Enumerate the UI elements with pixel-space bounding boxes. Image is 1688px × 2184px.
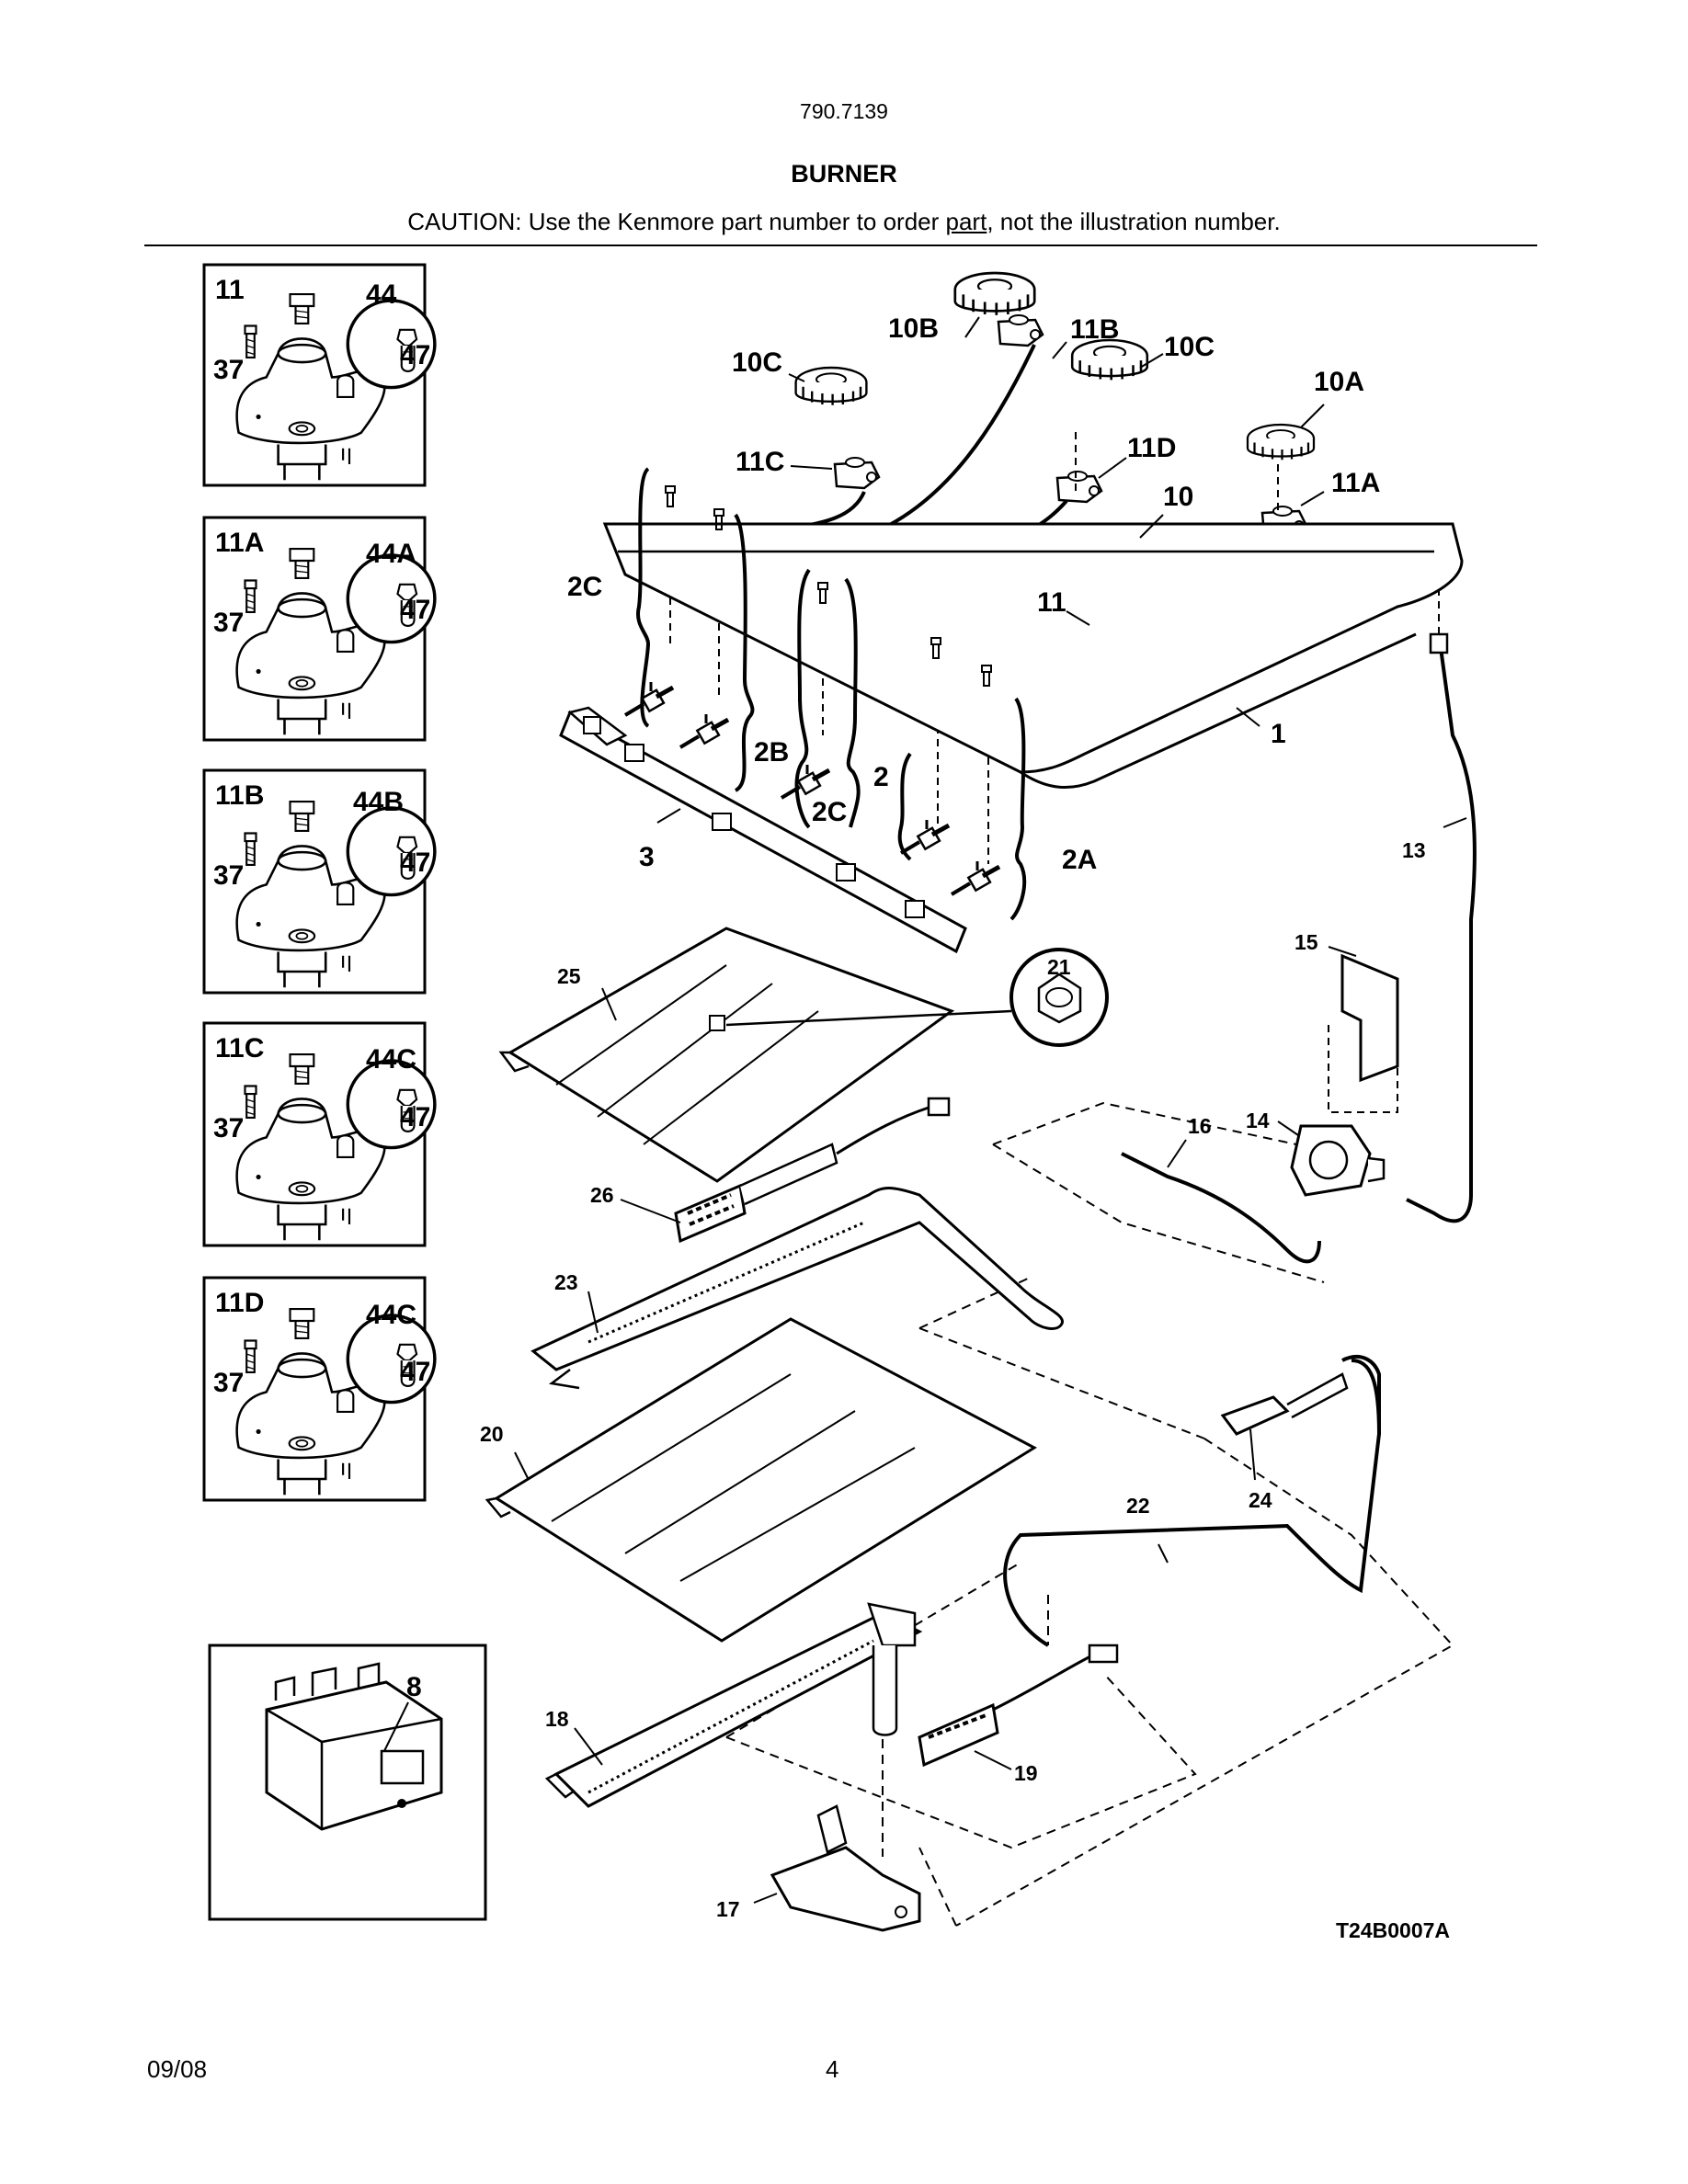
inset-id: 11D (215, 1288, 264, 1318)
inset-bolt-label: 37 (213, 355, 244, 385)
callout-3: 3 (639, 842, 655, 872)
inset-11c (202, 1021, 437, 1247)
callout-10a: 10A (1314, 367, 1364, 397)
callout-16: 16 (1188, 1114, 1212, 1138)
inset-orifice-label: 47 (400, 595, 430, 625)
inset-orifice-label: 47 (400, 340, 430, 370)
pressure-regulator (1290, 1124, 1386, 1197)
inset-screw-label: 44A (366, 539, 416, 569)
caution-prefix: CAUTION: Use the Kenmore part number to … (407, 208, 946, 235)
oven-supply-tube (1003, 1359, 1382, 1647)
heat-shield-upper (498, 927, 955, 1183)
callout-1: 1 (1271, 719, 1286, 749)
callout-2c: 2C (812, 797, 847, 827)
callout-19: 19 (1014, 1761, 1038, 1785)
valve-bracket (559, 706, 967, 954)
callout-23: 23 (554, 1270, 578, 1294)
leader-lines (514, 316, 1467, 1904)
callout-25: 25 (557, 964, 581, 988)
footer-date: 09/08 (147, 2055, 208, 2083)
inset-11 (202, 263, 437, 487)
valve-group-braces (635, 467, 1027, 921)
oven-igniter (918, 1644, 1119, 1768)
callout-2b: 2B (754, 737, 789, 768)
callout-14: 14 (1246, 1109, 1270, 1132)
inset-bolt-label: 37 (213, 860, 244, 891)
callout-22: 22 (1126, 1494, 1150, 1518)
callout-10b: 10B (888, 313, 939, 344)
inset-id: 11A (215, 528, 264, 558)
oven-valve (770, 1804, 921, 1932)
inset-11b (202, 768, 437, 995)
inset-igniter: 8 (208, 1644, 487, 1921)
inset-screw-label: 44B (353, 787, 404, 817)
callout-2a: 2A (1062, 845, 1097, 875)
callout-24: 24 (1249, 1488, 1272, 1512)
igniter-electrode (674, 1097, 951, 1244)
caution-note: CAUTION: Use the Kenmore part number to … (0, 208, 1688, 236)
inset-id: 11B (215, 780, 264, 811)
supply-tube (1406, 633, 1477, 1223)
inset-bolt-label: 37 (213, 608, 244, 638)
inset-bolt-label: 37 (213, 1113, 244, 1143)
igniter-label: 8 (406, 1672, 422, 1702)
callout-17: 17 (716, 1897, 740, 1921)
callout-18: 18 (545, 1707, 569, 1731)
callout-11d: 11D (1127, 433, 1176, 463)
inset-id: 11 (215, 275, 245, 305)
callout-13: 13 (1402, 838, 1426, 862)
caution-link: part (945, 208, 987, 235)
heat-shield-lower (485, 1317, 1038, 1643)
inset-screw-label: 44 (366, 279, 397, 310)
callout-11b: 11B (1070, 314, 1119, 345)
inset-orifice-label: 47 (400, 1102, 430, 1132)
inset-11a (202, 516, 437, 742)
oven-burner-lower (544, 1602, 923, 1808)
connector-tube (1121, 1152, 1321, 1264)
inset-screw-label: 44C (366, 1044, 416, 1075)
callout-10c: 10C (1164, 332, 1215, 362)
inset-bolt-label: 37 (213, 1368, 244, 1398)
callout-2c: 2C (567, 572, 602, 602)
callout-10: 10 (1163, 482, 1193, 512)
inset-id: 11C (215, 1033, 264, 1064)
page-number: 4 (826, 2055, 839, 2083)
regulator-bracket (1328, 953, 1399, 1113)
callout-10c: 10C (732, 347, 782, 378)
callout-20: 20 (480, 1422, 504, 1446)
oven-burner-upper (530, 1187, 1064, 1390)
callout-11: 11 (1037, 587, 1066, 618)
inset-11d (202, 1276, 437, 1502)
nut-inset (709, 948, 1109, 1047)
callout-2: 2 (873, 762, 889, 792)
model-number: 790.7139 (800, 99, 888, 123)
header-divider (144, 245, 1537, 246)
orifice-holder (1220, 1355, 1381, 1436)
inset-screw-label: 44C (366, 1300, 416, 1330)
inset-orifice-label: 47 (400, 1357, 430, 1387)
manifold-rail (602, 522, 1464, 790)
callout-26: 26 (590, 1183, 614, 1207)
drawing-code: T24B0007A (1336, 1918, 1450, 1942)
page-title: BURNER (791, 160, 897, 188)
callout-11a: 11A (1331, 468, 1380, 498)
caution-suffix: , not the illustration number. (987, 208, 1281, 235)
callout-11c: 11C (736, 447, 784, 477)
inset-orifice-label: 47 (400, 847, 430, 878)
callout-21: 21 (1047, 955, 1071, 979)
callout-15: 15 (1295, 930, 1318, 954)
